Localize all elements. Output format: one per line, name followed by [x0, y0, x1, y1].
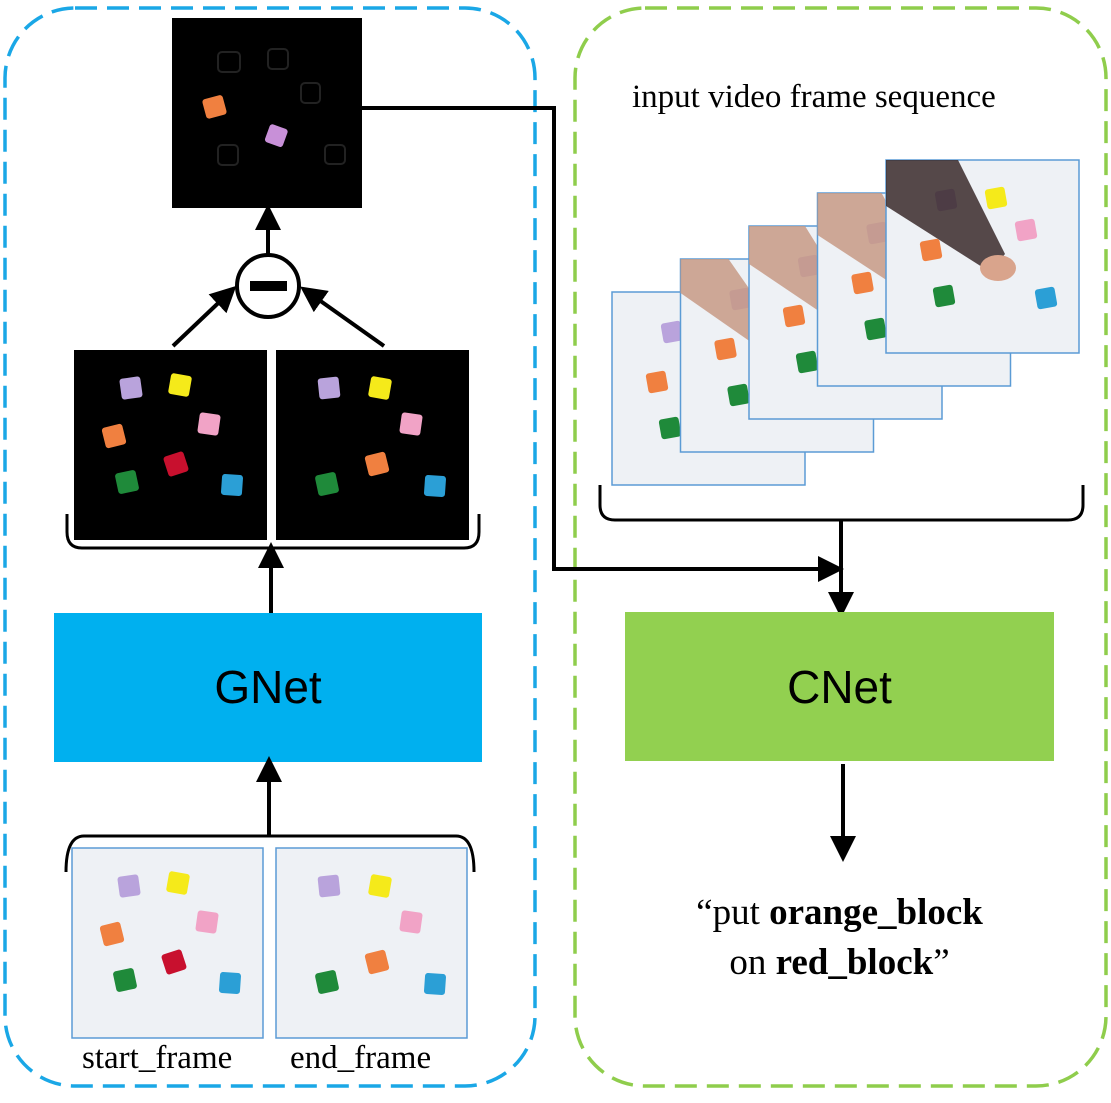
- output-instruction: “put orange_block on red_block”: [625, 888, 1054, 988]
- blue-block: [218, 971, 242, 995]
- green-block: [315, 970, 339, 994]
- purple-block: [119, 376, 143, 400]
- red-block: [163, 451, 189, 477]
- video-frame: [885, 159, 1080, 354]
- purple-block: [317, 376, 341, 400]
- arrow-start-mask-to-diff: [171, 285, 237, 348]
- green-block: [115, 470, 139, 494]
- yellow-block: [166, 871, 190, 895]
- pink-block: [195, 910, 219, 934]
- gnet-label: GNet: [214, 661, 322, 713]
- green-block: [315, 472, 339, 496]
- masks-bracket: [65, 514, 481, 550]
- video-frames-bracket: [598, 485, 1085, 522]
- pink-block: [197, 412, 221, 436]
- minus-circle-icon: [235, 253, 301, 319]
- yellow-block: [368, 376, 392, 400]
- orange-block: [364, 949, 390, 975]
- orange-block: [364, 451, 390, 477]
- video-frame-sequence: [611, 159, 1080, 486]
- output-line-2: on red_block”: [729, 942, 950, 983]
- cnet-panel: [573, 6, 1108, 1088]
- blue-block: [423, 474, 447, 498]
- yellow-block: [368, 874, 392, 898]
- arrow-end-mask-to-diff: [300, 286, 386, 348]
- pink-block: [399, 412, 423, 436]
- start-frame-image: [71, 847, 264, 1039]
- yellow-block: [168, 373, 192, 397]
- orange-block: [99, 921, 125, 947]
- pink-block: [399, 910, 423, 934]
- purple-block: [117, 874, 141, 898]
- cnet-box: [625, 612, 1054, 761]
- end-frame-label: end_frame: [290, 1040, 432, 1076]
- gnet-box: [54, 613, 482, 762]
- orange-block: [101, 423, 127, 449]
- gnet-panel: [3, 6, 537, 1088]
- sequence-label: input video frame sequence: [632, 79, 996, 115]
- output-line-1: “put orange_block: [696, 892, 983, 933]
- arrow-difference-to-cnet: [362, 106, 844, 582]
- green-block: [113, 968, 137, 992]
- end-frame-image: [275, 847, 468, 1039]
- red-block: [161, 949, 187, 975]
- end-mask-image: [276, 350, 469, 540]
- start-frame-label: start_frame: [82, 1040, 233, 1076]
- purple-block: [317, 874, 341, 898]
- blue-block: [220, 473, 244, 497]
- blue-block: [423, 972, 447, 996]
- cnet-label: CNet: [787, 661, 892, 713]
- difference-mask-image: [172, 18, 362, 208]
- start-mask-image: [74, 350, 267, 540]
